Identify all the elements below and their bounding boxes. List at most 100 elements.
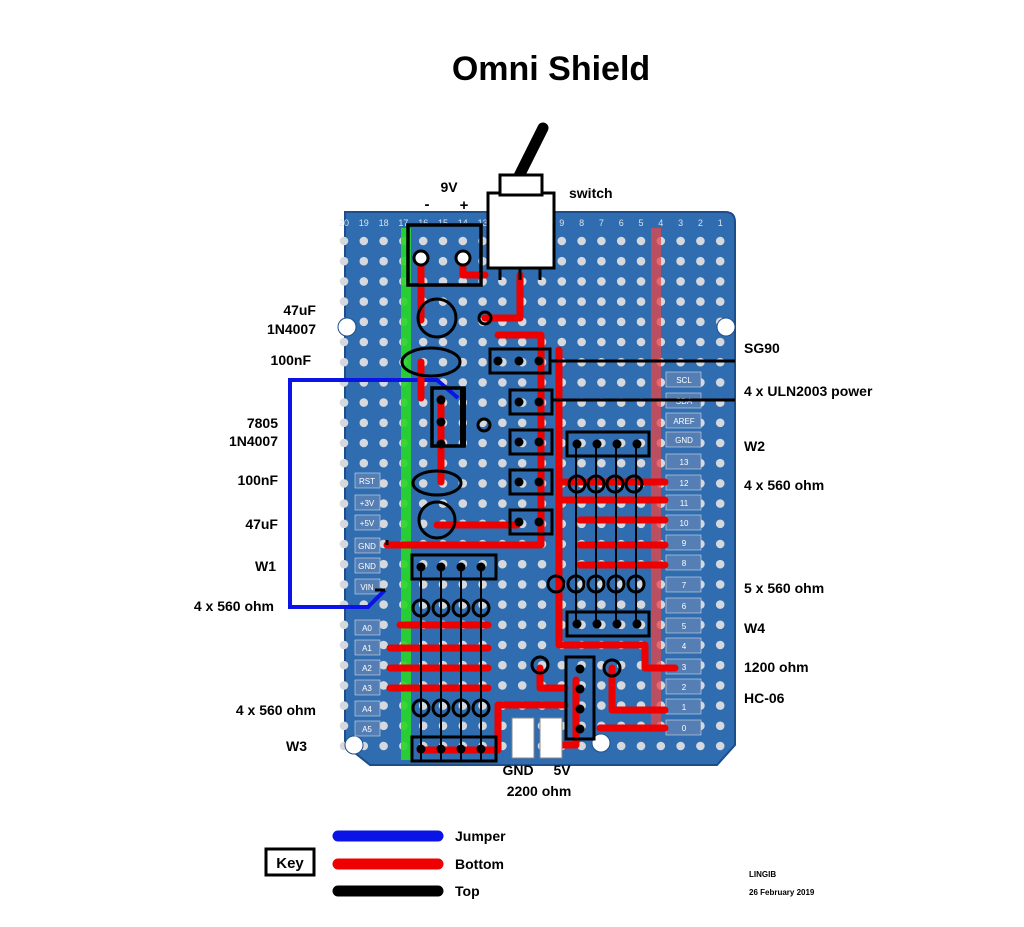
hole xyxy=(577,600,586,609)
hole xyxy=(715,236,725,246)
hole xyxy=(359,458,369,468)
hole xyxy=(438,580,448,589)
header-pin xyxy=(534,517,544,527)
label-47uf-top: 47uF xyxy=(283,302,316,318)
hole xyxy=(636,337,646,347)
pin-label: SCL xyxy=(676,376,692,385)
hole xyxy=(676,337,685,347)
hole xyxy=(359,317,369,327)
label-1200: 1200 ohm xyxy=(744,659,809,675)
credit-date: 26 February 2019 xyxy=(749,888,815,897)
resistor-ring xyxy=(431,698,451,718)
hole xyxy=(557,660,567,670)
pin-label-box xyxy=(354,659,381,676)
pin-label-box xyxy=(665,637,702,654)
hole xyxy=(379,721,388,731)
hole xyxy=(458,580,468,589)
header-pin xyxy=(575,704,585,714)
page-title: Omni Shield xyxy=(452,50,650,88)
hole xyxy=(517,418,527,428)
hole xyxy=(498,499,507,508)
hole xyxy=(478,458,487,468)
hole xyxy=(359,277,369,286)
column-number: 2 xyxy=(698,218,703,228)
hole xyxy=(577,236,586,246)
header-pin xyxy=(514,437,524,447)
pin-label: 2 xyxy=(682,683,687,692)
label-1n4007-2: 1N4007 xyxy=(229,433,278,449)
hole xyxy=(517,600,527,609)
pin-label: 7 xyxy=(682,581,687,590)
hole xyxy=(379,337,388,347)
resistor-ring xyxy=(606,574,626,594)
pin-label: A2 xyxy=(362,664,372,673)
hole xyxy=(517,580,527,589)
pin-label-box xyxy=(665,678,702,695)
hole xyxy=(498,559,507,569)
hole xyxy=(557,297,567,306)
hole xyxy=(715,479,725,488)
hole xyxy=(339,580,349,589)
hole xyxy=(339,701,349,710)
hole xyxy=(438,236,448,246)
hole xyxy=(636,277,646,286)
hole xyxy=(715,378,725,387)
hole xyxy=(379,640,388,650)
pin-label: A5 xyxy=(362,725,372,734)
hole xyxy=(379,357,388,367)
hole xyxy=(478,297,487,306)
hole xyxy=(696,236,705,246)
resistor-ring xyxy=(471,698,491,718)
hole xyxy=(478,438,487,448)
header-pin xyxy=(534,477,544,487)
hole xyxy=(339,519,349,529)
pin-label-box xyxy=(665,453,702,470)
hole xyxy=(379,277,388,286)
header-w3 xyxy=(410,735,498,763)
hole xyxy=(379,580,388,589)
hole xyxy=(359,236,369,246)
hole xyxy=(379,438,388,448)
hole xyxy=(379,398,388,407)
credit-author: LINGIB xyxy=(749,870,776,879)
hole xyxy=(537,640,547,650)
header-pin xyxy=(632,619,642,629)
label-uln2003: 4 x ULN2003 power xyxy=(744,383,873,399)
hole xyxy=(577,256,586,266)
hole xyxy=(438,337,448,347)
header-pin xyxy=(534,356,544,366)
hole xyxy=(458,499,468,508)
column-number: 3 xyxy=(678,218,683,228)
hole xyxy=(478,479,487,488)
hole xyxy=(339,337,349,347)
hole xyxy=(537,297,547,306)
column-number: 8 xyxy=(579,218,584,228)
hole xyxy=(636,458,646,468)
hole xyxy=(359,418,369,428)
header-pin xyxy=(436,417,446,427)
pin-label: 1 xyxy=(682,703,687,712)
legend-label-jumper: Jumper xyxy=(455,828,506,844)
hole xyxy=(498,681,507,690)
hole xyxy=(418,479,428,488)
hole xyxy=(379,681,388,690)
resistor-ring xyxy=(586,474,606,494)
vcc-rail xyxy=(651,228,661,728)
column-number: 14 xyxy=(458,218,468,228)
header-pin xyxy=(436,744,446,754)
hole xyxy=(577,337,586,347)
hole xyxy=(616,378,626,387)
header-hc06 xyxy=(564,655,596,741)
pin-label: A3 xyxy=(362,684,372,693)
switch-label: switch xyxy=(569,185,613,201)
hole xyxy=(339,418,349,428)
header-pin xyxy=(436,439,446,449)
pin-label-box xyxy=(665,371,702,388)
header-pin xyxy=(612,619,622,629)
hole xyxy=(418,236,428,246)
pin-label-box xyxy=(665,576,702,593)
hole xyxy=(418,418,428,428)
hole xyxy=(339,620,349,630)
hole xyxy=(636,317,646,327)
hole xyxy=(379,660,388,670)
